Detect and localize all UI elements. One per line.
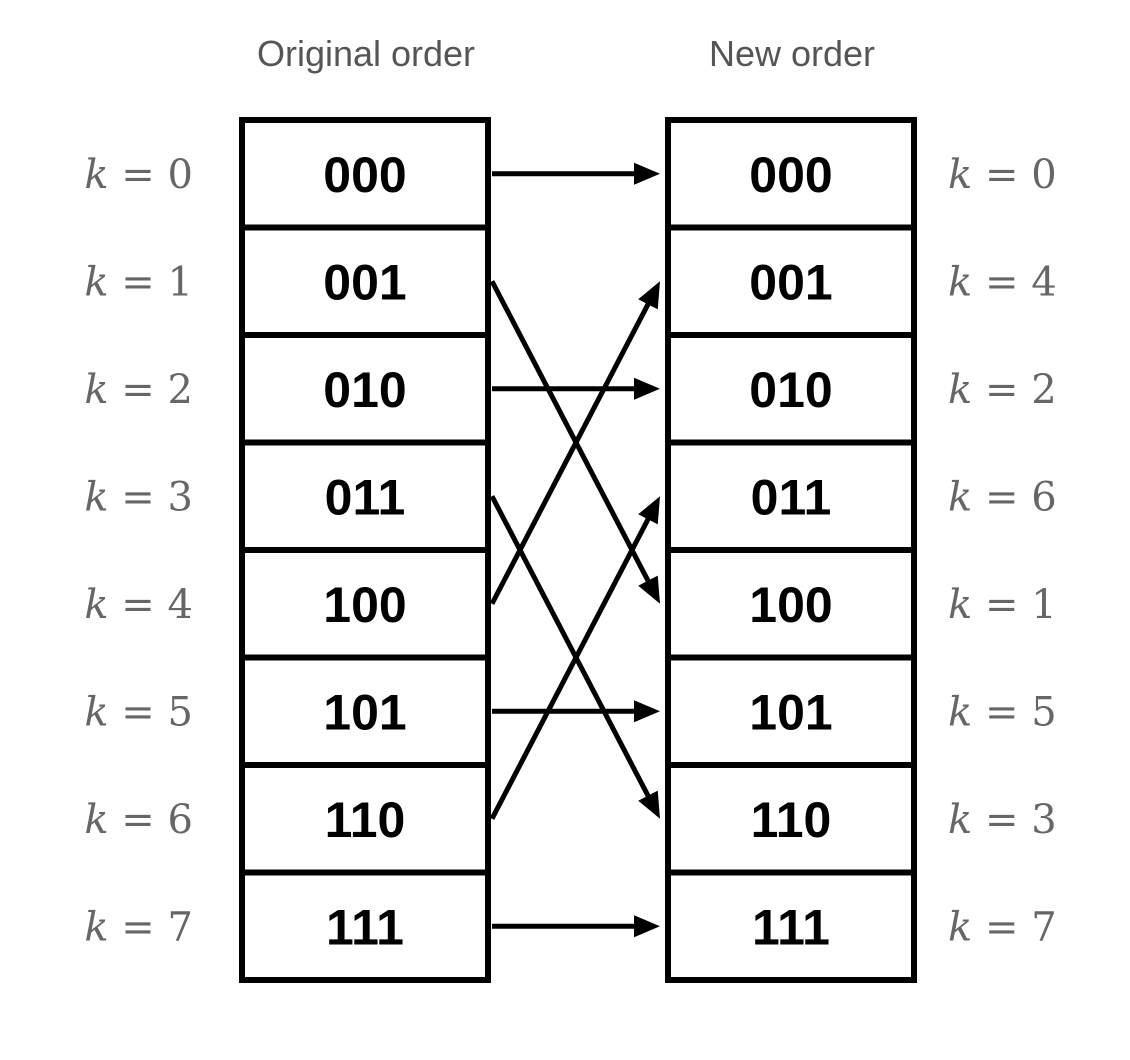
mapping-arrows <box>489 162 660 938</box>
right-cell-bits: 101 <box>749 684 832 740</box>
mapping-arrow-head <box>638 790 660 819</box>
right-column-title: New order <box>709 33 875 74</box>
right-k-label: k = 4 <box>948 259 1057 305</box>
original-order-column: 000 k = 0 001 k = 1 010 k = 2 011 k = 3 100 k = 4… <box>84 117 491 983</box>
mapping-arrow-line <box>489 301 652 605</box>
right-k-label: k = 2 <box>948 367 1057 413</box>
mapping-arrow-head <box>634 377 660 400</box>
mapping-arrow-head <box>638 281 660 310</box>
left-k-label: k = 0 <box>84 152 193 198</box>
right-cell-bits: 110 <box>751 792 832 848</box>
right-cell-bits: 001 <box>749 254 832 310</box>
left-cell <box>239 224 491 338</box>
left-column-title: Original order <box>257 33 475 74</box>
right-k-label: k = 5 <box>948 689 1057 735</box>
left-cell-bits: 111 <box>326 899 404 955</box>
right-cell <box>665 224 917 338</box>
mapping-arrow-head <box>634 162 660 185</box>
left-k-label: k = 3 <box>84 474 193 520</box>
left-k-label: k = 7 <box>84 904 193 950</box>
right-k-label: k = 3 <box>948 797 1057 843</box>
right-cell-bits: 010 <box>749 362 832 418</box>
right-cell <box>665 117 917 231</box>
left-cell-bits: 011 <box>325 469 406 525</box>
left-cell <box>239 439 491 553</box>
left-cell <box>239 762 491 876</box>
right-cell-bits: 111 <box>752 899 830 955</box>
new-order-column: 000 k = 0 001 k = 4 010 k = 2 011 k = 6 100 k = 1… <box>665 117 1057 983</box>
right-cell-bits: 011 <box>751 469 832 525</box>
right-cell-bits: 000 <box>749 147 832 203</box>
left-cell-bits: 010 <box>323 362 406 418</box>
left-cell-bits: 110 <box>325 792 406 848</box>
left-cell-bits: 100 <box>323 577 406 633</box>
mapping-arrow-head <box>638 575 660 604</box>
mapping-arrow-head <box>638 496 660 525</box>
left-k-label: k = 1 <box>84 259 193 305</box>
mapping-arrow-head <box>634 700 660 723</box>
right-k-label: k = 6 <box>948 474 1057 520</box>
right-k-label: k = 0 <box>948 152 1057 198</box>
left-k-label: k = 6 <box>84 797 193 843</box>
left-cell-bits: 101 <box>323 684 406 740</box>
left-k-label: k = 2 <box>84 367 193 413</box>
mapping-arrow-line <box>489 516 652 820</box>
left-k-label: k = 5 <box>84 689 193 735</box>
mapping-arrow-line <box>489 280 652 584</box>
mapping-arrow-head <box>634 915 660 938</box>
left-cell <box>239 117 491 231</box>
left-cell-bits: 001 <box>323 254 406 310</box>
left-cell-bits: 000 <box>323 147 406 203</box>
mapping-arrow-line <box>489 495 652 799</box>
right-cell-bits: 100 <box>749 577 832 633</box>
left-k-label: k = 4 <box>84 582 193 628</box>
right-cell <box>665 869 917 983</box>
left-cell <box>239 869 491 983</box>
right-k-label: k = 1 <box>948 582 1057 628</box>
right-k-label: k = 7 <box>948 904 1057 950</box>
